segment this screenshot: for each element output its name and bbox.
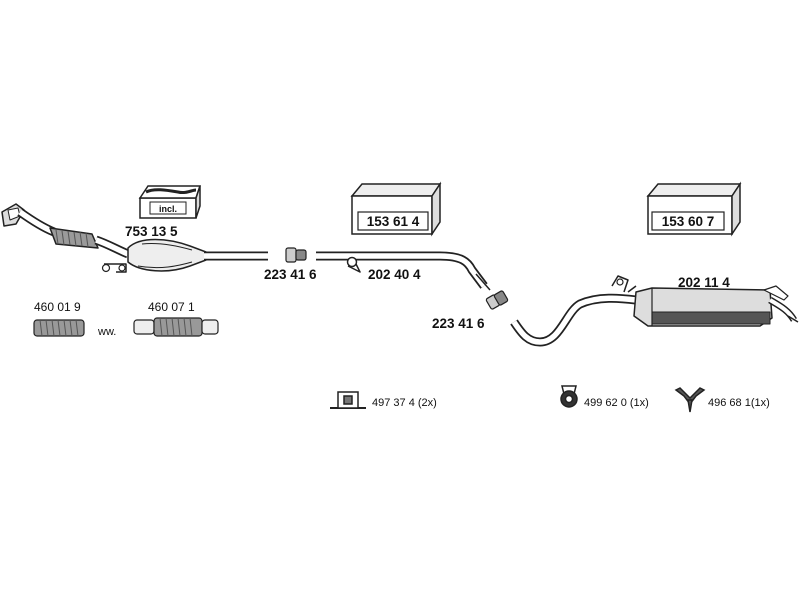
rubber-ring-icon (560, 385, 578, 408)
middle-package-box (350, 181, 442, 237)
middle-pipe (316, 251, 491, 291)
clamp-right-part-number: 223 41 6 (432, 316, 485, 331)
alternative-separator: ww. (97, 326, 116, 338)
mount-bracket-part-number: 497 37 4 (2x) (372, 397, 437, 409)
hanger-y-icon (674, 387, 706, 413)
rear-silencer (510, 275, 799, 347)
clamp-left-part-number: 223 41 6 (264, 267, 317, 282)
middle-pipe-part-number: 202 40 4 (368, 267, 421, 282)
catalyst-incl-label: incl. (159, 204, 177, 214)
flex-pipe-a-part-number: 460 01 9 (34, 300, 81, 314)
rear-package-box (646, 181, 742, 237)
rubber-ring-part-number: 499 62 0 (1x) (584, 397, 649, 409)
clamp-right-icon (485, 290, 509, 310)
front-pipe-catalyst (1, 203, 268, 273)
rear-silencer-part-number: 202 11 4 (678, 275, 730, 290)
catalyst-kit-box (138, 185, 202, 219)
rear-box-part-number: 153 60 7 (662, 214, 715, 229)
flex-pipe-a-icon (33, 319, 85, 337)
middle-box-part-number: 153 61 4 (367, 214, 420, 229)
mount-bracket-icon (330, 391, 366, 409)
flex-pipe-b-part-number: 460 07 1 (148, 300, 195, 314)
hanger-y-part-number: 496 68 1(1x) (708, 397, 770, 409)
clamp-left-icon (285, 247, 307, 263)
catalyst-part-number: 753 13 5 (125, 224, 178, 239)
flex-pipe-b-icon (133, 317, 219, 337)
